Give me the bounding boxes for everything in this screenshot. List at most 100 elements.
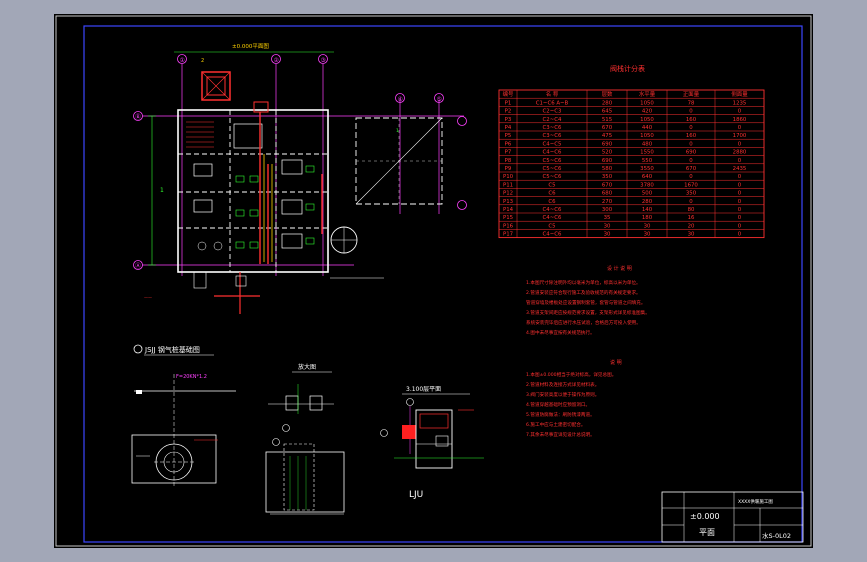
table-cell: P13 bbox=[503, 199, 513, 205]
table-cell: 0 bbox=[738, 207, 742, 213]
table-cell: 0 bbox=[689, 141, 693, 147]
table-cell: 30 bbox=[604, 232, 611, 238]
table-cell: 0 bbox=[738, 182, 742, 188]
table-cell: C5~C6 bbox=[543, 174, 562, 180]
table-cell: 640 bbox=[642, 174, 653, 180]
table-cell: 3780 bbox=[640, 182, 654, 188]
plan-title: ±0.000平面图 bbox=[232, 42, 269, 50]
axis-label: ③ bbox=[321, 57, 326, 64]
table-cell: P6 bbox=[505, 141, 512, 147]
table-cell: 350 bbox=[686, 191, 697, 197]
table-cell: 670 bbox=[686, 166, 697, 172]
design-notes: 设 计 说 明 1.本图尺寸除注明外均以毫米为单位，标高以米为单位。2.管道安装… bbox=[526, 265, 650, 438]
table-cell: 0 bbox=[738, 109, 742, 115]
table-cell: C6 bbox=[548, 199, 556, 205]
table-cell: 670 bbox=[602, 125, 613, 131]
table-cell: 580 bbox=[602, 166, 613, 172]
cad-viewport[interactable]: ① ② ③ ④ ⑤ Ⓑ Ⓐ ±0.000平面图 2 1 bbox=[54, 14, 813, 548]
table-header: 层数 bbox=[602, 90, 613, 98]
table-cell: 0 bbox=[689, 125, 693, 131]
table-cell: C4~C6 bbox=[543, 232, 562, 238]
table-cell: C3~C6 bbox=[543, 125, 562, 131]
area-label: 1 bbox=[396, 128, 399, 134]
table-cell: 480 bbox=[642, 141, 653, 147]
detail-title: 放大图 bbox=[298, 363, 316, 371]
table-cell: P11 bbox=[503, 182, 513, 188]
table-cell: C4~C6 bbox=[543, 207, 562, 213]
table-cell: P3 bbox=[505, 117, 512, 123]
table-cell: 30 bbox=[644, 232, 651, 238]
table-cell: P4 bbox=[505, 125, 512, 131]
axis-label: ④ bbox=[398, 96, 403, 103]
table-cell: 0 bbox=[738, 215, 742, 221]
table-cell: 160 bbox=[686, 133, 697, 139]
note-line: 3.阀门安装高度以便于操作为原则。 bbox=[526, 391, 599, 398]
title-block-name: 平面 bbox=[699, 528, 715, 537]
table-cell: 30 bbox=[688, 232, 695, 238]
table-cell: 515 bbox=[602, 117, 612, 123]
table-cell: 1050 bbox=[640, 100, 654, 106]
table-cell: 0 bbox=[738, 223, 742, 229]
table-cell: P1 bbox=[505, 100, 512, 106]
table-header: 水平量 bbox=[639, 90, 656, 98]
table-cell: P12 bbox=[503, 191, 513, 197]
title-block: XXXX供暖施工图 ±0.000 平面 水S-0L02 bbox=[661, 491, 804, 543]
table-cell: 645 bbox=[602, 109, 612, 115]
table-cell: C2~C4 bbox=[543, 117, 562, 123]
table-cell: 690 bbox=[602, 158, 613, 164]
table-cell: 1670 bbox=[684, 182, 698, 188]
note-line: 6.施工中应与土建密切配合。 bbox=[526, 421, 586, 428]
table-cell: 1050 bbox=[640, 117, 654, 123]
table-cell: 0 bbox=[738, 199, 742, 205]
table-cell: C3~C6 bbox=[543, 133, 562, 139]
table-cell: 16 bbox=[688, 215, 695, 221]
table-cell: P10 bbox=[503, 174, 514, 180]
table-cell: P15 bbox=[503, 215, 513, 221]
table-cell: 0 bbox=[738, 174, 742, 180]
table-cell: 500 bbox=[642, 191, 653, 197]
note-line: 5.管道防腐做法：刷防锈漆两道。 bbox=[526, 411, 595, 418]
table-cell: C4~C5 bbox=[543, 141, 562, 147]
table-cell: P16 bbox=[503, 223, 514, 229]
table-cell: 0 bbox=[689, 109, 693, 115]
table-cell: P14 bbox=[503, 207, 514, 213]
callout: —— bbox=[144, 295, 152, 300]
detail-bottom-label: LJU bbox=[409, 490, 423, 500]
table-cell: 280 bbox=[642, 199, 653, 205]
table-cell: 0 bbox=[738, 158, 742, 164]
outer-frame bbox=[55, 15, 812, 547]
table-cell: C2~C3 bbox=[543, 109, 562, 115]
table-header: 名 称 bbox=[546, 90, 559, 98]
table-cell: 0 bbox=[689, 158, 693, 164]
table-cell: 0 bbox=[738, 232, 742, 238]
note-line: 3.管道支架间距应按规范要求设置，支架形式详见标准图集。 bbox=[526, 309, 650, 316]
table-cell: 300 bbox=[602, 207, 613, 213]
table-cell: 2880 bbox=[733, 150, 747, 156]
drawing-sheet: ① ② ③ ④ ⑤ Ⓑ Ⓐ ±0.000平面图 2 1 bbox=[55, 15, 812, 547]
table-cell: 0 bbox=[689, 199, 693, 205]
axis-label: Ⓐ bbox=[135, 262, 141, 270]
table-cell: 30 bbox=[604, 223, 611, 229]
table-cell: C5~C6 bbox=[543, 166, 562, 172]
table-cell: 520 bbox=[602, 150, 613, 156]
table-header: 侧面量 bbox=[731, 90, 748, 98]
detail-formula: F=20KN*1.2 bbox=[176, 374, 207, 380]
table-cell: 3550 bbox=[640, 166, 654, 172]
detail-enlarged: 放大图 bbox=[265, 363, 345, 515]
note-line: 4.图中未尽事宜按有关规范执行。 bbox=[526, 329, 595, 336]
floor-plan: ① ② ③ ④ ⑤ Ⓑ Ⓐ ±0.000平面图 2 1 bbox=[133, 42, 467, 314]
table-cell: 2435 bbox=[733, 166, 747, 172]
table-cell: 550 bbox=[642, 158, 653, 164]
title-block-code: 水S-0L02 bbox=[762, 531, 791, 540]
detail-title: 3.100层平面 bbox=[406, 386, 441, 393]
table-cell: 440 bbox=[642, 125, 653, 131]
table-cell: 1235 bbox=[733, 100, 747, 106]
table-header: 正面量 bbox=[683, 91, 700, 98]
table-cell: 30 bbox=[644, 223, 651, 229]
table-cell: 180 bbox=[642, 215, 653, 221]
note-line: 2.管道材料及连接方式详见材料表。 bbox=[526, 381, 599, 388]
note-line: 管道穿墙及楼板处应设置钢制套管，套管与管道之间填充。 bbox=[526, 299, 645, 306]
table-cell: C5~C6 bbox=[543, 158, 562, 164]
table-cell: 78 bbox=[688, 100, 695, 106]
riser-block bbox=[402, 425, 416, 439]
